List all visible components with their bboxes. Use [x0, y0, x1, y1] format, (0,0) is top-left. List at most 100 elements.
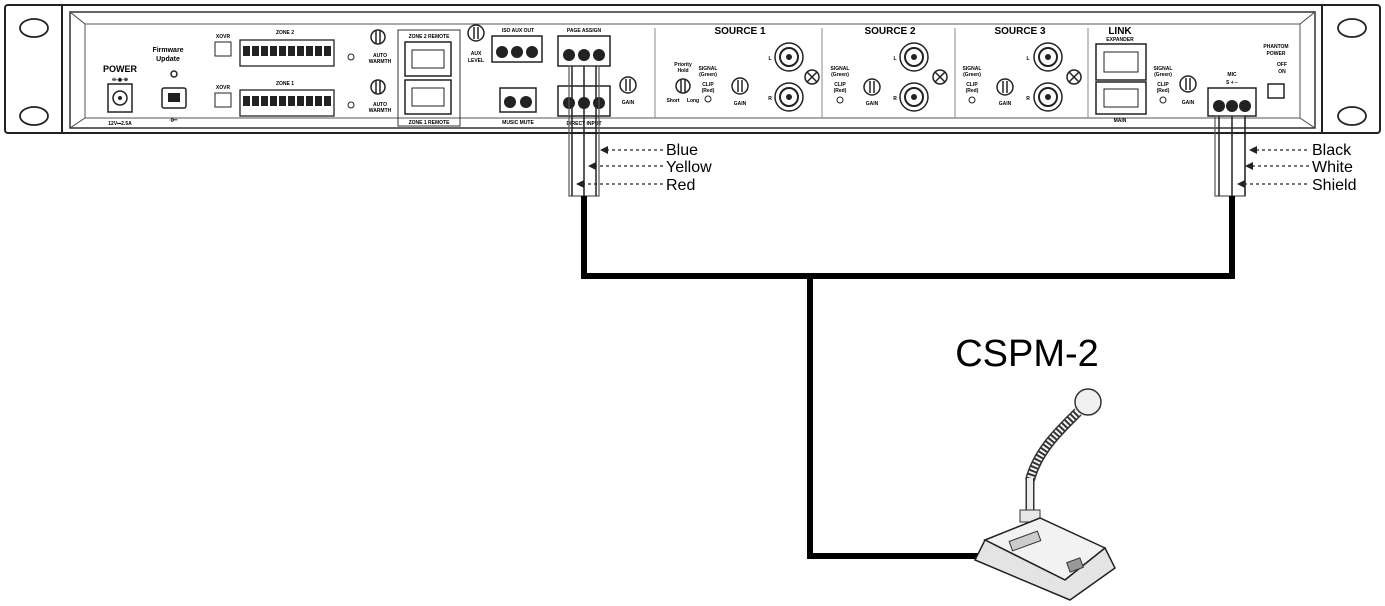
aux-level-knob[interactable]	[467, 24, 485, 42]
terminal-pin	[288, 96, 295, 106]
zone1-remote-label: ZONE 1 REMOTE	[409, 120, 451, 126]
left-channel-label: L	[1026, 56, 1029, 62]
page-assign-label: PAGE ASSIGN	[567, 28, 602, 34]
rack-ear-hole	[1337, 106, 1367, 126]
signal-label: SIGNAL	[831, 66, 850, 72]
mic-indicator	[1066, 557, 1084, 573]
zone-2-block: ZONE 2 XOVR	[214, 30, 335, 67]
rack-chassis	[4, 4, 1381, 134]
clip-color: (Red)	[1157, 88, 1170, 94]
power-section: POWER ⊖-◉-⊕ 12V⎓2.5A	[103, 64, 138, 127]
left-channel-label: L	[768, 56, 771, 62]
signal-color: (Green)	[963, 72, 981, 78]
clip-label: CLIP	[702, 82, 714, 88]
xovr-switch[interactable]	[214, 92, 232, 108]
device-label: CSPM-2	[955, 333, 1099, 375]
rack-ear-hole	[19, 18, 49, 38]
long-label: Long	[687, 98, 699, 104]
zone-1-block: ZONE 1 XOVR	[214, 81, 335, 117]
source1-led	[704, 95, 712, 103]
short-label: Short	[666, 98, 679, 104]
firmware-section: Firmware Update ⟜	[152, 47, 187, 124]
music-mute-label: MUSIC MUTE	[502, 120, 534, 126]
wire-label-white: White	[1312, 159, 1353, 176]
zone1-terminals	[243, 96, 331, 106]
terminal-pin	[315, 96, 322, 106]
auto-warmth: AUTO WARMTH AUTO WARMTH	[347, 29, 392, 114]
right-channel-label: R	[1026, 96, 1030, 102]
phantom-on-label: ON	[1278, 69, 1286, 75]
aux-label-2: LEVEL	[468, 58, 484, 64]
source1-label: SOURCE 1	[714, 26, 766, 37]
signal-label: SIGNAL	[963, 66, 982, 72]
right-channel-label: R	[768, 96, 772, 102]
priority-hold-knob[interactable]	[675, 78, 691, 94]
source3-gain-knob[interactable]	[996, 78, 1014, 96]
terminal-pin	[252, 96, 259, 106]
wire-label-red: Red	[666, 177, 695, 194]
phantom-power-switch[interactable]	[1267, 83, 1285, 99]
gain-label: GAIN	[734, 101, 747, 107]
source2-label: SOURCE 2	[864, 26, 916, 37]
gain-label: GAIN	[866, 101, 879, 107]
zone1-level-knob[interactable]	[370, 79, 386, 95]
auto-label-2: WARMTH	[369, 59, 392, 65]
clip-label: CLIP	[1157, 82, 1169, 88]
wire-label-blue: Blue	[666, 142, 698, 159]
phantom-off-label: OFF	[1277, 62, 1287, 68]
expander-label: EXPANDER	[1106, 37, 1134, 43]
terminal-pin	[243, 96, 250, 106]
paging-microphone	[973, 388, 1116, 601]
mic-section: SIGNAL (Green) CLIP (Red) GAIN MIC S + −…	[1154, 44, 1289, 117]
gain-label: GAIN	[999, 101, 1012, 107]
source2-led	[836, 96, 844, 104]
signal-color: (Green)	[831, 72, 849, 78]
signal-label: SIGNAL	[699, 66, 718, 72]
auto-warmth-switch[interactable]	[347, 53, 355, 61]
power-rating: 12V⎓2.5A	[108, 121, 132, 127]
page-gain-knob[interactable]	[619, 76, 637, 94]
link-label: LINK	[1108, 26, 1132, 37]
power-label: POWER	[103, 64, 138, 74]
zone1-label: ZONE 1	[276, 81, 294, 87]
firmware-led	[170, 70, 178, 78]
phantom-label-1: PHANTOM	[1263, 44, 1288, 50]
auto-label-2: WARMTH	[369, 108, 392, 114]
terminal-pin	[324, 96, 331, 106]
terminal-pin	[288, 46, 295, 56]
source-1: SOURCE 1 Priority Hold Short Long SIGNAL…	[666, 26, 820, 112]
priority-label-1: Priority	[674, 62, 692, 68]
signal-label: SIGNAL	[1154, 66, 1173, 72]
wire-label-yellow: Yellow	[666, 159, 712, 176]
talk-button[interactable]	[1008, 530, 1042, 552]
terminal-pin	[243, 46, 250, 56]
xovr-label: XOVR	[216, 85, 231, 91]
mic-pins-label: S + −	[1226, 80, 1238, 86]
wire-label-black: Black	[1312, 142, 1352, 159]
zone2-label: ZONE 2	[276, 30, 294, 36]
zone2-level-knob[interactable]	[370, 29, 386, 45]
aux-label-1: AUX	[471, 51, 482, 57]
phantom-label-2: POWER	[1267, 51, 1286, 57]
mic-gain-knob[interactable]	[1179, 75, 1197, 93]
terminal-pin	[270, 96, 277, 106]
terminal-pin	[279, 46, 286, 56]
xovr-switch[interactable]	[214, 41, 232, 57]
clip-label: CLIP	[834, 82, 846, 88]
auto-warmth-switch[interactable]	[347, 101, 355, 109]
usb-icon: ⟜	[170, 114, 178, 124]
terminal-pin	[324, 46, 331, 56]
aux-section: AUX LEVEL ISO AUX OUT MUSIC MUTE	[467, 24, 543, 126]
source2-gain-knob[interactable]	[863, 78, 881, 96]
terminal-pin	[306, 46, 313, 56]
source-2: SOURCE 2 SIGNAL (Green) CLIP (Red) GAIN …	[831, 26, 948, 112]
rack-ear-hole	[1337, 18, 1367, 38]
terminal-pin	[297, 96, 304, 106]
auto-label-1: AUTO	[373, 102, 387, 108]
terminal-pin	[261, 46, 268, 56]
clip-color: (Red)	[834, 88, 847, 94]
auto-label-1: AUTO	[373, 53, 387, 59]
source1-gain-knob[interactable]	[731, 77, 749, 95]
terminal-pin	[252, 46, 259, 56]
